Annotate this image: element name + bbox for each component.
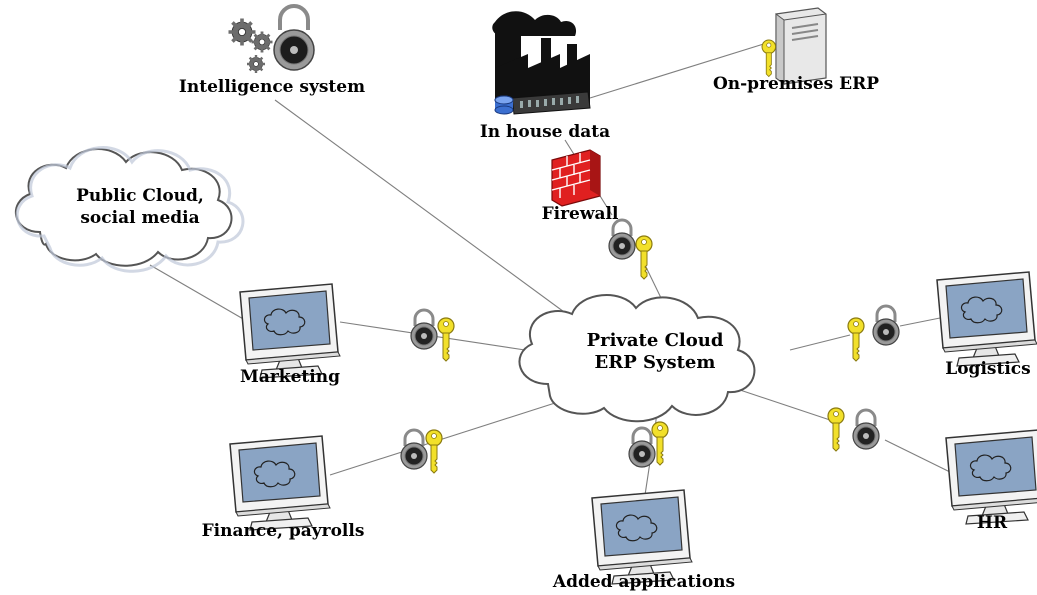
logistics-monitor-icon <box>936 271 1037 367</box>
server-tower-icon <box>775 7 827 85</box>
logistics-label: Logistics <box>945 359 1030 379</box>
hr-monitor-icon <box>945 429 1037 525</box>
public-cloud-label-line2: social media <box>80 208 199 228</box>
intelligence-system-icon <box>226 4 315 75</box>
firewall-icon <box>551 149 601 207</box>
server-icon <box>494 91 591 115</box>
lock-key-added-apps <box>627 421 669 469</box>
private-cloud-label-line1: Private Cloud <box>587 330 724 351</box>
private-cloud-shape <box>518 294 756 423</box>
lock-key-hr <box>827 407 881 452</box>
marketing-label: Marketing <box>240 367 340 387</box>
lock-key-marketing <box>409 308 455 362</box>
hr-label: HR <box>977 513 1008 533</box>
added-applications-monitor-icon <box>591 489 693 585</box>
lock-key-finance <box>399 428 443 474</box>
lock-key-firewall <box>607 218 653 280</box>
firewall-label: Firewall <box>542 204 619 224</box>
lock-key-logistics <box>847 304 901 362</box>
private-cloud-label-line2: ERP System <box>595 352 716 373</box>
finance-monitor-icon <box>229 435 331 531</box>
intelligence-system-label: Intelligence system <box>179 77 365 97</box>
finance-payrolls-label: Finance, payrolls <box>202 521 365 541</box>
on-premises-erp-label: On-premises ERP <box>713 74 879 94</box>
marketing-monitor-icon <box>239 283 341 379</box>
added-applications-label: Added applications <box>552 572 735 592</box>
public-cloud-label-line1: Public Cloud, <box>76 186 204 206</box>
in-house-data-label: In house data <box>480 122 610 142</box>
key-icon <box>761 39 777 78</box>
public-cloud-shape <box>14 146 245 273</box>
